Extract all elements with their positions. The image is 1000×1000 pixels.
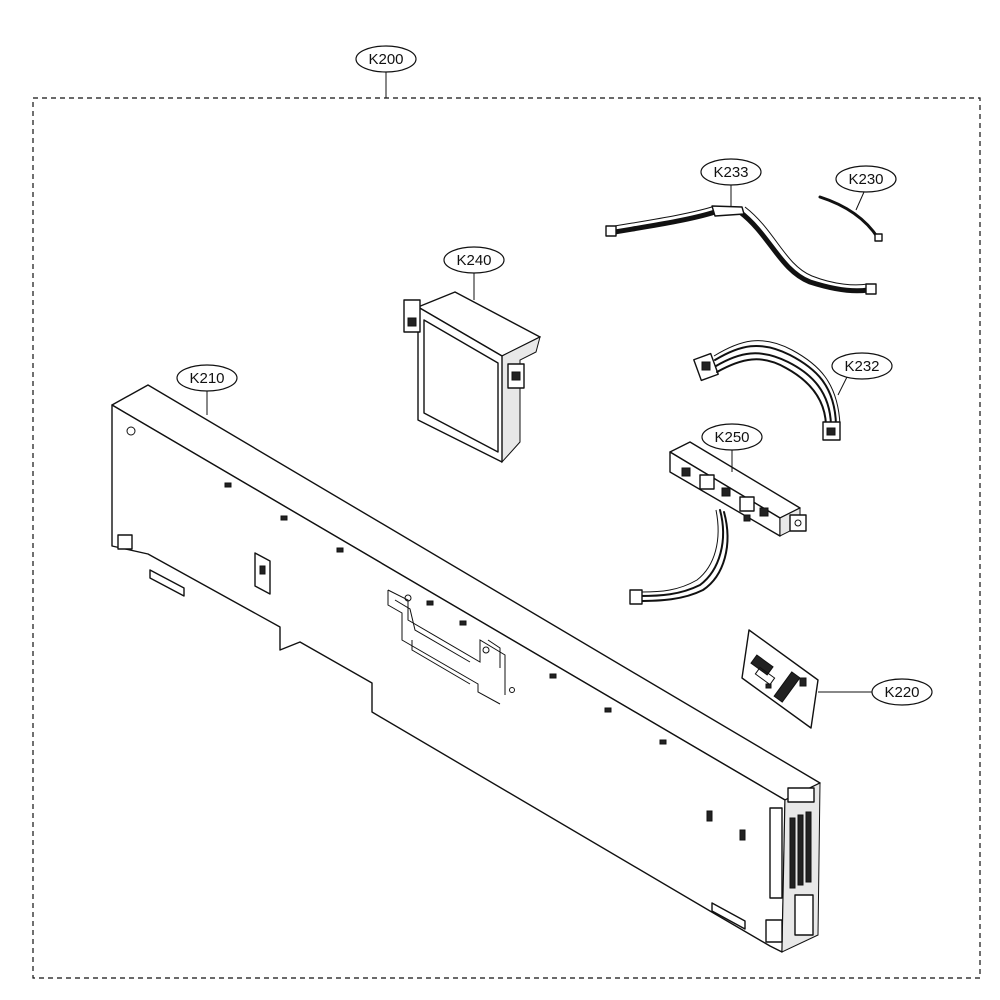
k220-sticker — [741, 629, 819, 729]
callout-k200[interactable]: K200 — [355, 45, 417, 98]
part-k210-control-panel — [111, 384, 821, 953]
k210-bottom-tab-right — [711, 902, 746, 930]
callout-k200-label: K200 — [368, 51, 403, 68]
callout-k210[interactable]: K210 — [176, 364, 238, 415]
part-k240-module — [403, 291, 541, 464]
k210-bottom-tab-left — [149, 569, 185, 597]
callout-k250[interactable]: K250 — [701, 423, 763, 472]
callout-k210-label: K210 — [189, 370, 224, 387]
assembly-boundary-k200 — [32, 97, 981, 979]
k233-tube-left — [612, 209, 718, 235]
callout-k220[interactable]: K220 — [818, 678, 933, 706]
callout-k232-label: K232 — [844, 358, 879, 375]
k210-left-clip — [117, 534, 133, 550]
k250-cable — [639, 509, 724, 597]
k210-end-slots — [765, 787, 815, 943]
callout-k220-label: K220 — [884, 684, 919, 701]
k240-front-inset — [423, 319, 499, 453]
k230-cable-line — [818, 195, 880, 240]
part-k230-cable — [818, 195, 883, 242]
k210-small-slots — [224, 482, 746, 841]
callout-k250-label: K250 — [714, 429, 749, 446]
k233-junction — [711, 205, 745, 217]
callout-k232[interactable]: K232 — [831, 352, 893, 396]
part-k220-label — [741, 629, 819, 729]
k240-left-ear — [403, 299, 421, 333]
callout-k233-label: K233 — [713, 164, 748, 181]
callout-k230-label: K230 — [848, 171, 883, 188]
k210-center-bracket — [387, 589, 515, 705]
callout-k230[interactable]: K230 — [835, 165, 897, 211]
k233-tube-right — [737, 209, 871, 294]
k250-board-features — [681, 467, 769, 522]
callout-k240[interactable]: K240 — [443, 246, 505, 300]
k220-sticker-marks — [750, 654, 807, 703]
part-k233-tube — [605, 205, 877, 295]
callout-k233[interactable]: K233 — [700, 158, 762, 206]
k210-mounting-hole — [126, 426, 136, 436]
k240-side-face — [501, 336, 541, 464]
part-k250-sensor — [629, 441, 807, 605]
part-k232-harness — [693, 340, 841, 441]
callout-k240-label: K240 — [456, 252, 491, 269]
k210-front-face — [111, 404, 786, 953]
